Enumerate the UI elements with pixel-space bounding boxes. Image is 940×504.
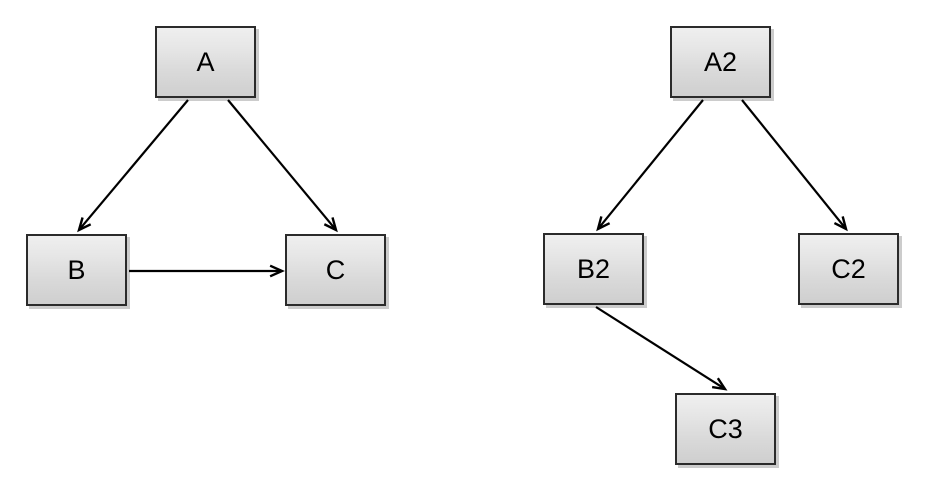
edge-line [595, 306, 725, 390]
edge-b-to-c [129, 264, 285, 278]
edge-a-to-c [227, 99, 338, 233]
node-a2[interactable]: A2 [670, 26, 771, 98]
arrowhead-icon [77, 217, 92, 233]
edge-line [741, 99, 846, 229]
node-b[interactable]: B [26, 234, 127, 306]
node-c2[interactable]: C2 [798, 233, 899, 305]
node-c2-label: C2 [831, 253, 866, 284]
node-c3[interactable]: C3 [675, 393, 776, 465]
edge-a-to-b [77, 99, 189, 233]
arrowhead-icon [269, 264, 285, 278]
arrowhead-icon [711, 377, 728, 391]
edge-a2-to-c2 [741, 99, 848, 232]
edge-line [79, 99, 189, 230]
node-a2-label: A2 [703, 46, 738, 77]
edge-b2-to-c3 [595, 306, 728, 391]
node-c-label: C [325, 254, 346, 285]
node-b-label: B [67, 254, 86, 285]
node-a[interactable]: A [155, 26, 256, 98]
arrowhead-icon [323, 217, 338, 233]
edge-a2-to-b2 [596, 99, 704, 232]
arrowhead-icon [833, 216, 848, 232]
arrowhead-icon [596, 216, 611, 232]
node-c3-label: C3 [708, 413, 743, 444]
node-b2-label: B2 [576, 253, 611, 284]
edge-line [227, 99, 336, 230]
edge-line [598, 99, 704, 229]
node-b2[interactable]: B2 [543, 233, 644, 305]
node-c[interactable]: C [285, 234, 386, 306]
node-a-label: A [196, 46, 215, 77]
